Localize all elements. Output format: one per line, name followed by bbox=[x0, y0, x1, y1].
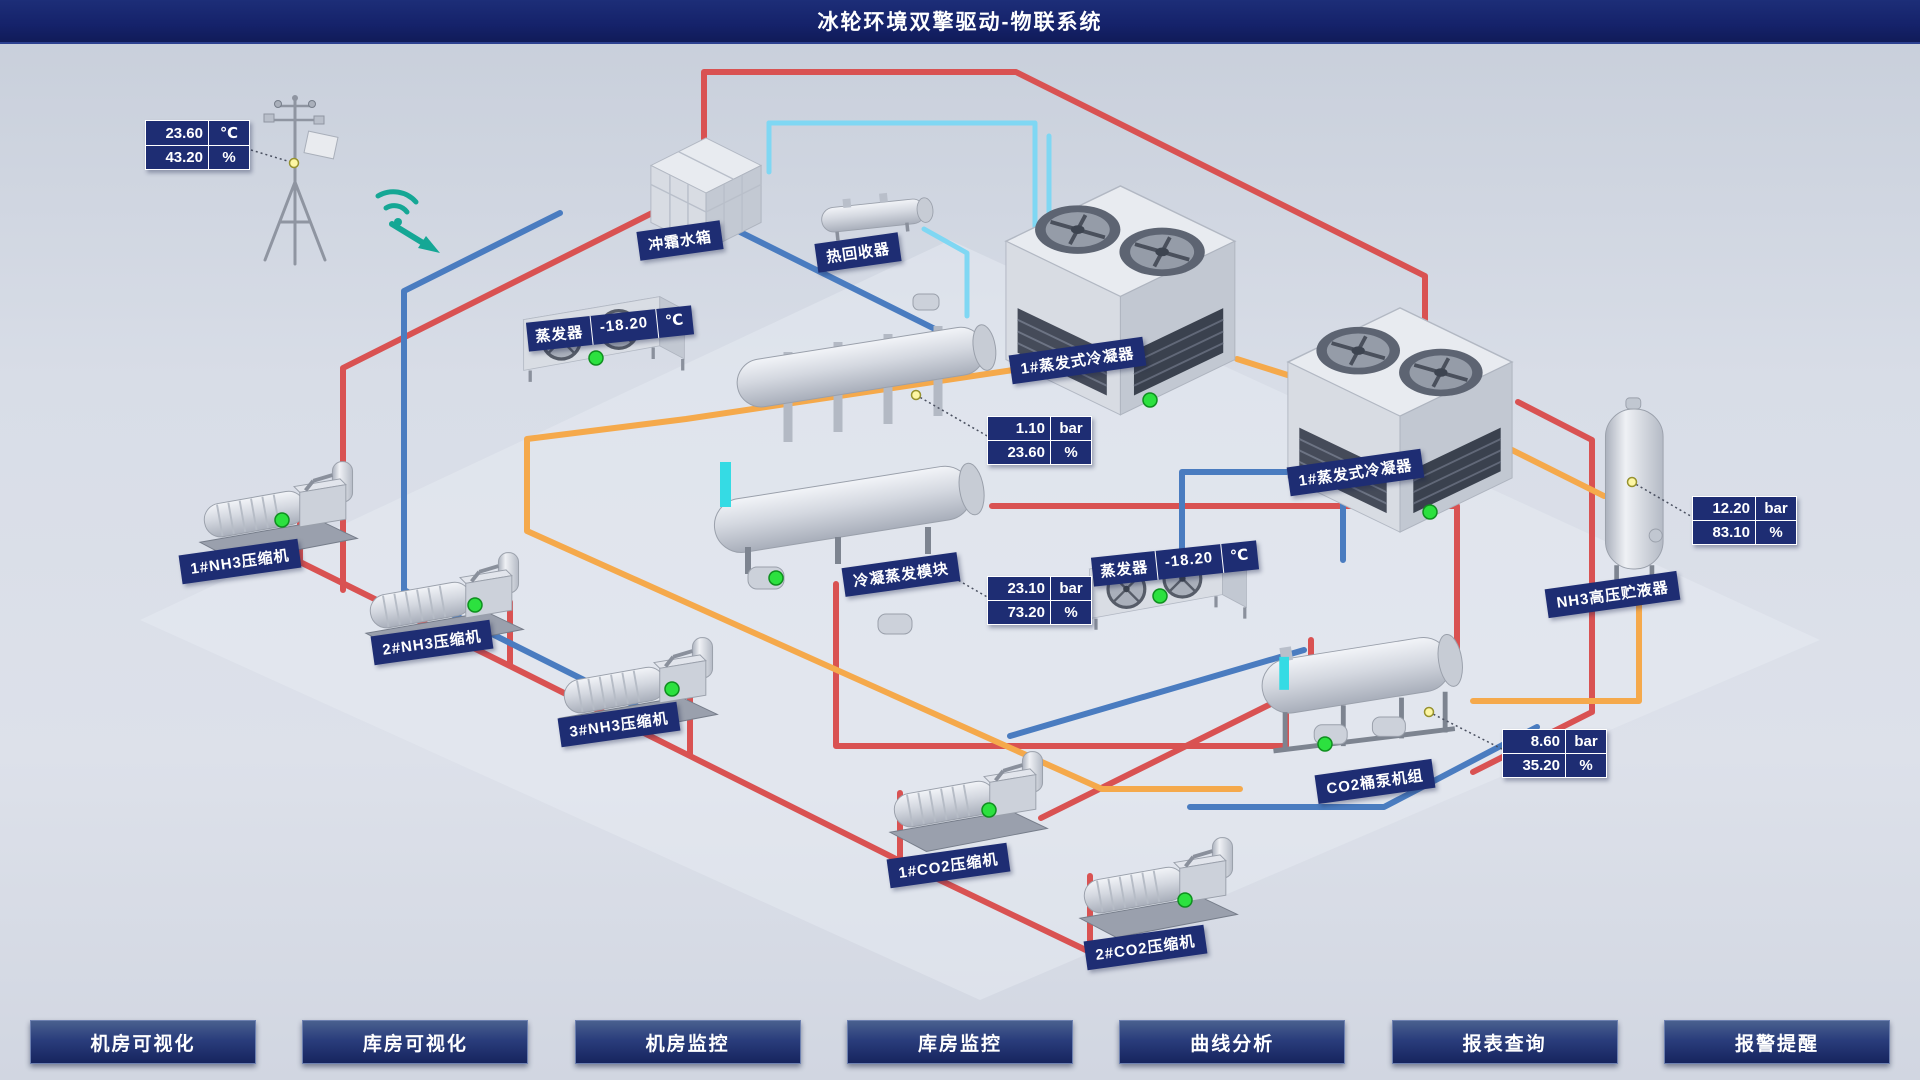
nav-button-machine-room-visualization[interactable]: 机房可视化 bbox=[30, 1020, 256, 1064]
app-title: 冰轮环境双擎驱动-物联系统 bbox=[817, 11, 1103, 34]
gauge-unit: bar bbox=[1566, 730, 1606, 753]
wifi-signal-icon bbox=[375, 189, 419, 226]
gauge-weather-station: 23.60 ℃ 43.20 % bbox=[145, 120, 250, 170]
nav-button-warehouse-monitor[interactable]: 库房监控 bbox=[846, 1020, 1073, 1064]
gauge-unit: bar bbox=[1756, 497, 1796, 520]
gauge-co2-pump: 8.60 bar 35.20 % bbox=[1502, 729, 1607, 778]
status-green-dots bbox=[274, 350, 1438, 908]
evaporator-temp-unit: ℃ bbox=[1219, 540, 1259, 574]
gauge-value: 23.10 bbox=[988, 577, 1050, 600]
equipment-heat-recovery bbox=[817, 186, 937, 244]
gauge-unit: % bbox=[1566, 754, 1606, 777]
gauge-unit: % bbox=[1051, 601, 1091, 624]
gauge-value: 35.20 bbox=[1503, 754, 1565, 777]
gauge-value: 1.10 bbox=[988, 417, 1050, 440]
nav-button-alarm-reminder[interactable]: 报警提醒 bbox=[1663, 1020, 1890, 1064]
nav-button-curve-analysis[interactable]: 曲线分析 bbox=[1119, 1020, 1346, 1064]
gauge-nh3-receiver: 12.20 bar 83.10 % bbox=[1692, 496, 1797, 545]
gauge-module-top: 1.10 bar 23.60 % bbox=[987, 416, 1092, 465]
gauge-value: 73.20 bbox=[988, 601, 1050, 624]
gauge-unit: % bbox=[1756, 521, 1796, 544]
aux-pump bbox=[877, 613, 913, 635]
gauge-value: 8.60 bbox=[1503, 730, 1565, 753]
nav-button-warehouse-visualization[interactable]: 库房可视化 bbox=[302, 1020, 529, 1064]
flow-arrow-icon bbox=[389, 221, 440, 253]
gauge-value: 43.20 bbox=[146, 146, 208, 169]
evaporator-temp-unit: ℃ bbox=[654, 305, 694, 339]
equipment-layer bbox=[197, 95, 1663, 940]
title-bar: 冰轮环境双擎驱动-物联系统 bbox=[0, 0, 1920, 44]
gauge-unit: bar bbox=[1051, 577, 1091, 600]
gauge-value: 23.60 bbox=[146, 121, 208, 145]
weather-station bbox=[263, 95, 339, 266]
gauge-module-bottom: 23.10 bar 73.20 % bbox=[987, 576, 1092, 625]
gauge-value: 23.60 bbox=[988, 441, 1050, 464]
floor-plane bbox=[140, 240, 1820, 1000]
nav-button-machine-room-monitor[interactable]: 机房监控 bbox=[574, 1020, 801, 1064]
gauge-unit: % bbox=[209, 146, 249, 169]
equipment-nh3-receiver bbox=[1605, 398, 1663, 587]
gauge-value: 83.10 bbox=[1693, 521, 1755, 544]
equipment-cond-evap-module bbox=[713, 324, 997, 590]
gauge-value: 12.20 bbox=[1693, 497, 1755, 520]
gauge-unit: bar bbox=[1051, 417, 1091, 440]
aux-pump bbox=[912, 293, 940, 311]
gauge-unit: % bbox=[1051, 441, 1091, 464]
bottom-nav: 机房可视化 库房可视化 机房监控 库房监控 曲线分析 报表查询 报警提醒 bbox=[0, 1013, 1920, 1071]
nav-button-report-query[interactable]: 报表查询 bbox=[1391, 1020, 1618, 1064]
gauge-unit: ℃ bbox=[209, 121, 249, 145]
